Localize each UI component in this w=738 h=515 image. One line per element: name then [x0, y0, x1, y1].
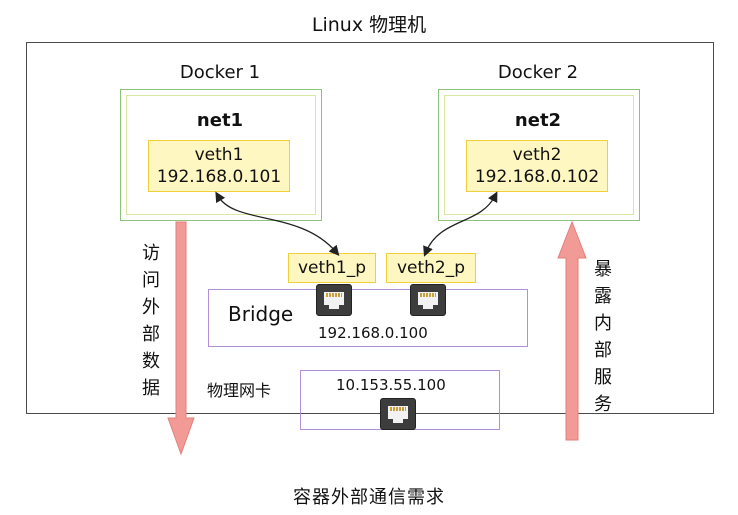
- veth2-link-line: [423, 191, 498, 257]
- bridge-port1-label: veth1_p: [288, 253, 376, 283]
- host-title: Linux 物理机: [311, 14, 427, 36]
- bridge-box: [208, 289, 528, 347]
- veth1-link-line: [215, 191, 340, 256]
- docker1-net-label: net1: [196, 110, 244, 131]
- outbound-label: 访 问 外 部 数 据: [142, 243, 160, 399]
- host-machine-box: [26, 42, 714, 414]
- bridge-label: Bridge: [228, 302, 294, 326]
- inbound-arrow: [557, 220, 587, 441]
- docker2-veth-name: veth2: [512, 145, 562, 165]
- nic-label: 物理网卡: [207, 381, 272, 400]
- docker1-veth-name: veth1: [194, 145, 244, 165]
- bridge-ip: 192.168.0.100: [318, 324, 428, 342]
- docker2-veth-box: veth2 192.168.0.102: [466, 140, 608, 192]
- outbound-arrow: [167, 221, 195, 456]
- docker1-veth-box: veth1 192.168.0.101: [148, 140, 290, 192]
- docker2-inner-box: [444, 95, 634, 215]
- docker1-label: Docker 1: [179, 62, 261, 83]
- docker2-box: [438, 89, 640, 221]
- diagram-caption: 容器外部通信需求: [293, 487, 445, 508]
- ethernet-port-icon: [380, 398, 416, 430]
- ethernet-port-icon: [410, 284, 446, 316]
- docker1-veth-ip: 192.168.0.101: [156, 167, 282, 187]
- inbound-label: 暴 露 内 部 服 务: [594, 259, 612, 415]
- docker2-veth-ip: 192.168.0.102: [474, 167, 600, 187]
- docker2-net-label: net2: [514, 110, 562, 131]
- ethernet-port-icon: [316, 284, 352, 316]
- nic-ip: 10.153.55.100: [336, 376, 446, 394]
- docker2-label: Docker 2: [497, 62, 579, 83]
